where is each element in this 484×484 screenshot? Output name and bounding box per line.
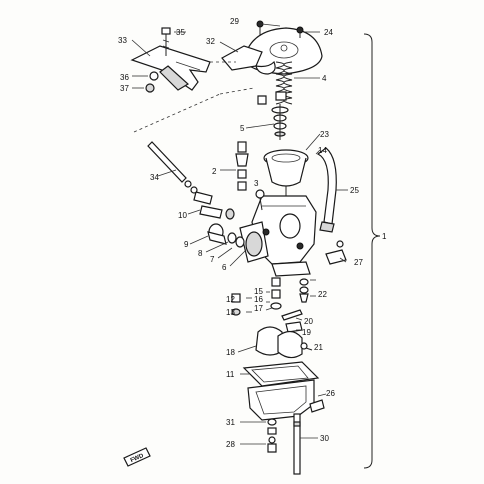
float-bowl-11 <box>242 361 320 421</box>
throttle-cable-34 <box>147 141 198 194</box>
callout-17: 17 <box>254 304 263 313</box>
callout-26: 26 <box>326 389 335 398</box>
clip-25 <box>319 221 335 233</box>
callout-1: 1 <box>382 232 387 241</box>
drain-screw-26 <box>309 399 325 413</box>
callout-23: 23 <box>320 130 329 139</box>
callout-14: 14 <box>318 146 327 155</box>
drain-plug-parts <box>267 418 277 453</box>
bracket-part-32 <box>221 45 263 71</box>
fwd-arrow: FWD <box>123 447 151 467</box>
callout-33: 33 <box>118 36 127 45</box>
callout-16: 16 <box>254 295 263 304</box>
callout-28: 28 <box>226 440 235 449</box>
callout-20: 20 <box>304 317 313 326</box>
callout-21: 21 <box>314 343 323 352</box>
jet-parts-2 <box>235 141 249 191</box>
screw-21 <box>300 342 313 351</box>
idle-screw-parts <box>193 191 245 248</box>
fwd-label: FWD <box>130 453 146 464</box>
cable-bracket-33 <box>130 45 211 91</box>
screw-35 <box>161 27 171 56</box>
callout-32: 32 <box>206 37 215 46</box>
assembly-bracket <box>363 33 381 469</box>
callout-35: 35 <box>176 28 185 37</box>
callout-15: 15 <box>254 287 263 296</box>
float-18 <box>255 326 303 359</box>
callout-37: 37 <box>120 84 129 93</box>
nut-37 <box>145 83 155 93</box>
callout-3: 3 <box>254 179 259 188</box>
carburetor-body <box>239 195 317 277</box>
needle-assembly-5 <box>257 91 289 140</box>
callout-2: 2 <box>212 167 217 176</box>
diaphragm-piston-23 <box>263 149 309 212</box>
guide-line <box>219 87 255 95</box>
callout-24: 24 <box>324 28 333 37</box>
callout-25: 25 <box>350 186 359 195</box>
bracket-lever <box>255 60 276 75</box>
callout-8: 8 <box>198 249 203 258</box>
callout-36: 36 <box>120 73 129 82</box>
callout-7: 7 <box>210 255 215 264</box>
callout-18: 18 <box>226 348 235 357</box>
callout-6: 6 <box>222 263 227 272</box>
leader-lines <box>131 23 348 445</box>
callout-13: 13 <box>226 308 235 317</box>
callout-labels: 29 24 35 33 32 36 37 4 5 23 14 2 3 25 34… <box>118 17 387 449</box>
pilot-screw-parts-22 <box>299 278 309 303</box>
fitting-27 <box>325 240 347 265</box>
drain-hose-30 <box>293 413 301 475</box>
callout-5: 5 <box>240 124 245 133</box>
callout-31: 31 <box>226 418 235 427</box>
pin-20 <box>281 309 303 321</box>
top-cover <box>243 20 323 75</box>
callout-27: 27 <box>354 258 363 267</box>
nut-36 <box>149 71 159 81</box>
callout-34: 34 <box>150 173 159 182</box>
callout-10: 10 <box>178 211 187 220</box>
callout-29: 29 <box>230 17 239 26</box>
callout-19: 19 <box>302 328 311 337</box>
callout-22: 22 <box>318 290 327 299</box>
callout-11: 11 <box>226 370 235 379</box>
float-valve-parts <box>231 277 282 316</box>
hose-14 <box>316 147 337 225</box>
callout-4: 4 <box>322 74 327 83</box>
callout-30: 30 <box>320 434 329 443</box>
guide-line <box>133 93 221 133</box>
callout-9: 9 <box>184 240 189 249</box>
clip-19 <box>285 321 303 333</box>
callout-12: 12 <box>226 295 235 304</box>
screw-3 <box>255 189 265 211</box>
